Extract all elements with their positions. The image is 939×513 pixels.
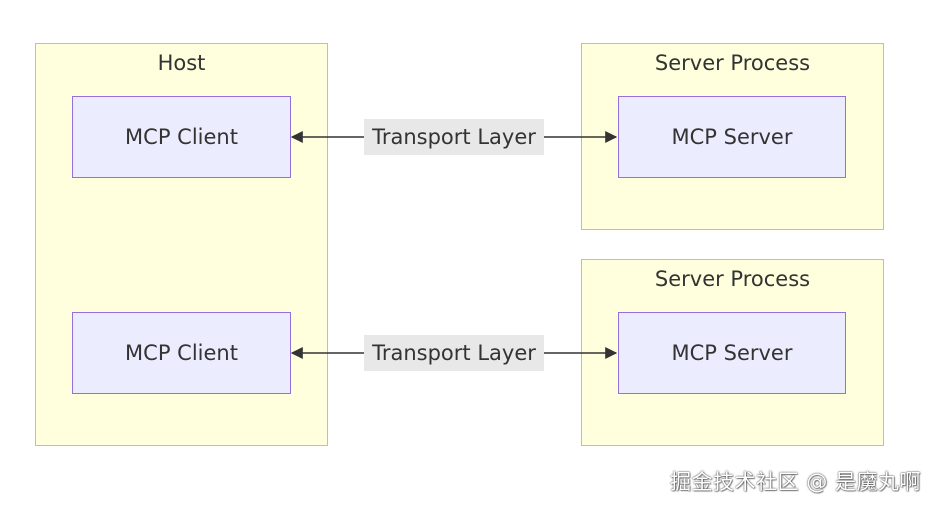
- server-process-title-2: Server Process: [654, 267, 811, 291]
- edge-label-1: Transport Layer: [364, 119, 544, 155]
- host-cluster-title: Host: [157, 51, 206, 75]
- mcp-server-node-1: MCP Server: [618, 96, 846, 178]
- watermark-text: 掘金技术社区 @ 是魔丸啊: [670, 470, 921, 494]
- mcp-client-node-2: MCP Client: [72, 312, 291, 394]
- edge-label-2: Transport Layer: [364, 335, 544, 371]
- server-process-title-1: Server Process: [654, 51, 811, 75]
- mcp-client-node-1: MCP Client: [72, 96, 291, 178]
- mcp-server-node-2: MCP Server: [618, 312, 846, 394]
